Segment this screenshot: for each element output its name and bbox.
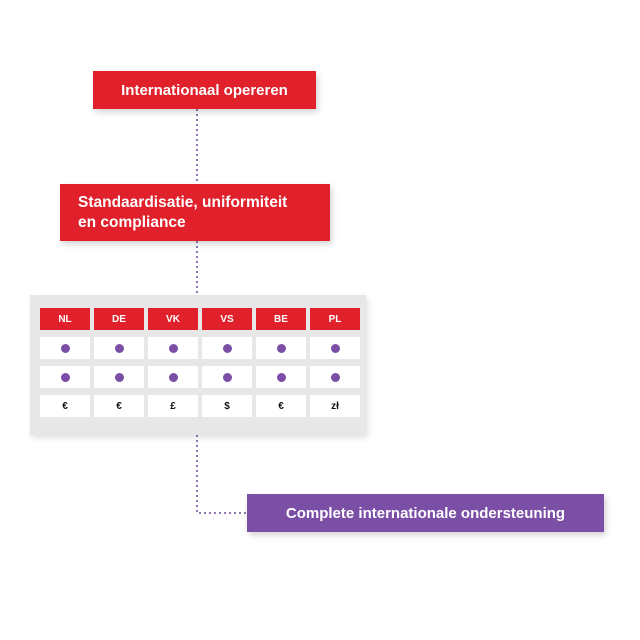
- dot-cell: [40, 366, 90, 388]
- dot-icon: [60, 343, 70, 353]
- dot-icon: [222, 372, 232, 382]
- currency-cell: £: [148, 395, 198, 417]
- dot-icon: [168, 343, 178, 353]
- dot-cell: [202, 366, 252, 388]
- country-header-de: DE: [94, 308, 144, 330]
- box-complete-ondersteuning: Complete internationale ondersteuning: [247, 494, 604, 532]
- dot-cell: [202, 337, 252, 359]
- box-standaardisatie: Standaardisatie, uniformiteit en complia…: [60, 184, 330, 241]
- dot-icon: [114, 343, 124, 353]
- dot-cell: [148, 366, 198, 388]
- box-middle-text: Standaardisatie, uniformiteit en complia…: [78, 193, 287, 233]
- currency-cell: $: [202, 395, 252, 417]
- box-middle-line2: en compliance: [78, 213, 186, 231]
- dot-icon: [330, 343, 340, 353]
- box-bottom-label: Complete internationale ondersteuning: [285, 504, 566, 522]
- connector-table-to-bottom: [196, 435, 247, 514]
- dot-icon: [222, 343, 232, 353]
- box-internationaal-opereren: Internationaal opereren: [93, 71, 316, 109]
- dot-icon: [60, 372, 70, 382]
- box-top-label: Internationaal opereren: [121, 81, 288, 99]
- dot-cell: [40, 337, 90, 359]
- dot-cell: [94, 337, 144, 359]
- dot-icon: [330, 372, 340, 382]
- dot-icon: [276, 372, 286, 382]
- currency-cell: €: [40, 395, 90, 417]
- dot-cell: [256, 366, 306, 388]
- currency-cell: €: [94, 395, 144, 417]
- dot-icon: [276, 343, 286, 353]
- dot-cell: [310, 337, 360, 359]
- country-header-vk: VK: [148, 308, 198, 330]
- dot-icon: [114, 372, 124, 382]
- dot-cell: [256, 337, 306, 359]
- box-middle-line1: Standaardisatie, uniformiteit: [78, 193, 288, 211]
- dot-cell: [148, 337, 198, 359]
- dot-cell: [94, 366, 144, 388]
- country-header-be: BE: [256, 308, 306, 330]
- country-header-nl: NL: [40, 308, 90, 330]
- dot-icon: [168, 372, 178, 382]
- country-header-vs: VS: [202, 308, 252, 330]
- currency-cell: €: [256, 395, 306, 417]
- currency-cell: zł: [310, 395, 360, 417]
- dot-cell: [310, 366, 360, 388]
- country-header-pl: PL: [310, 308, 360, 330]
